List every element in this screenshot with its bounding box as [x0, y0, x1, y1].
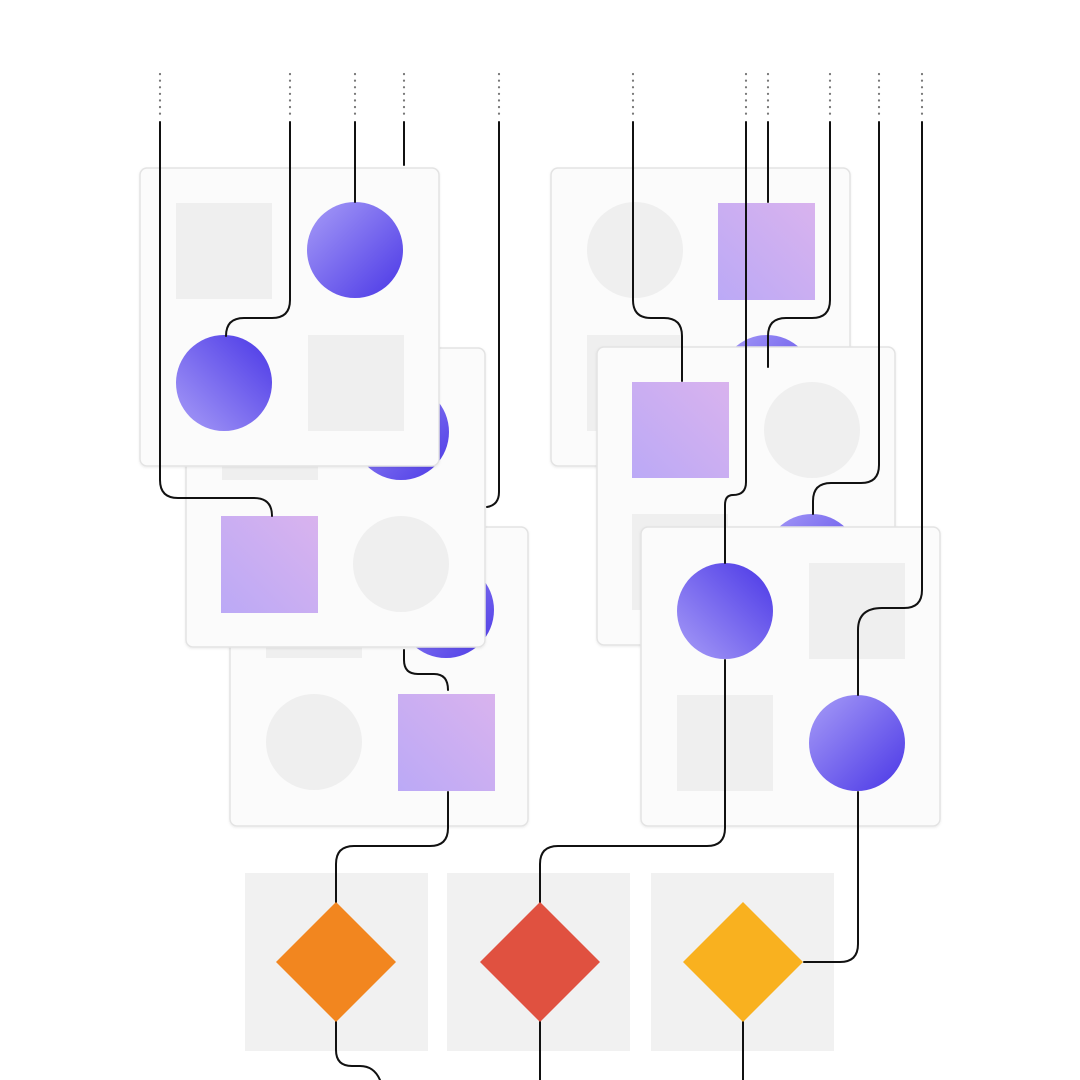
connector	[335, 791, 449, 905]
placeholder-square	[308, 335, 404, 431]
connector	[812, 121, 880, 515]
connector	[225, 121, 291, 337]
connector	[539, 659, 726, 905]
placeholder-circle	[353, 516, 449, 612]
placeholder-circle	[266, 694, 362, 790]
placeholder-circle	[587, 202, 683, 298]
connector	[403, 649, 449, 691]
square-node	[221, 516, 318, 613]
circle-node	[677, 563, 773, 659]
connector-lines	[159, 121, 923, 1080]
square-node	[718, 203, 815, 300]
connector	[335, 1020, 381, 1080]
circle-node	[176, 335, 272, 431]
connector	[857, 121, 923, 696]
square-node	[398, 694, 495, 791]
circle-node	[307, 202, 403, 298]
dotted-inputs	[158, 72, 924, 117]
connector	[632, 121, 683, 382]
diamond-orange	[276, 902, 396, 1022]
connector	[486, 121, 500, 508]
diamond-yellow	[683, 902, 803, 1022]
diamond-red	[480, 902, 600, 1022]
connector	[767, 121, 831, 368]
connector	[159, 121, 273, 517]
connector	[803, 791, 859, 963]
connector	[724, 121, 747, 564]
circle-node	[809, 695, 905, 791]
card-left-1	[139, 167, 440, 467]
output-diamonds	[276, 902, 803, 1022]
square-node	[632, 382, 729, 478]
placeholder-square	[176, 203, 272, 299]
card-right-3	[640, 526, 941, 827]
placeholder-circle	[764, 382, 860, 478]
